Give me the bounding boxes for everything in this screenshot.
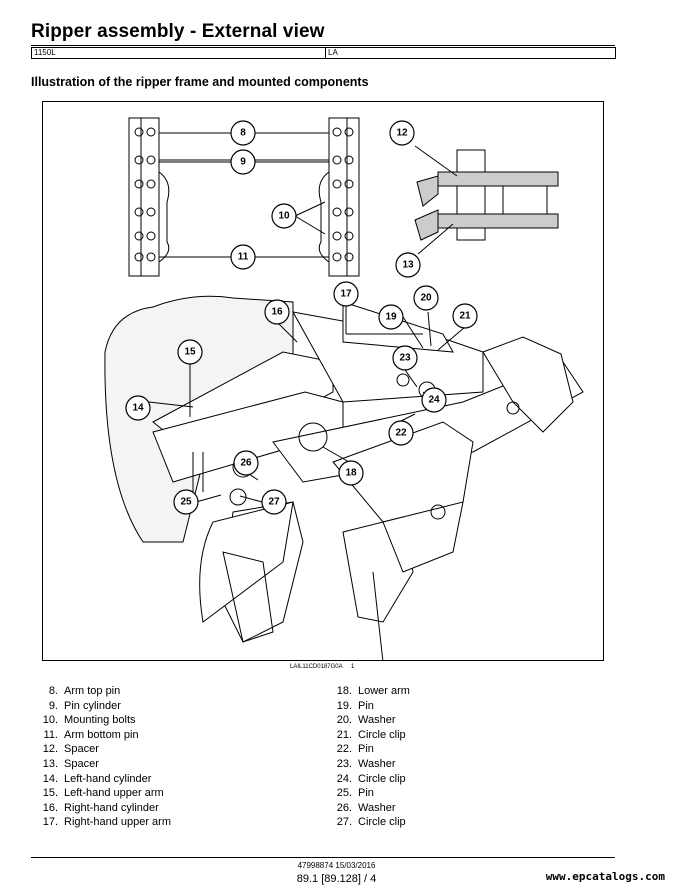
svg-text:25: 25: [180, 497, 192, 508]
page-reference: 89.1 [89.128] / 4: [296, 873, 377, 885]
svg-text:16: 16: [271, 307, 283, 318]
callout-12: 12: [389, 120, 415, 146]
legend-right: 18.Lower arm 19.Pin 20.Washer 21.Circle …: [325, 684, 410, 830]
legend-item: 26.Washer: [336, 801, 396, 814]
watermark-link[interactable]: www.epcatalogs.com: [545, 870, 665, 883]
callout-layer: 8 9 10 11 12 13 14 15 16 17 18 19 20 21 …: [125, 120, 478, 515]
svg-text:12: 12: [396, 128, 408, 139]
legend-item: 23.Washer: [336, 757, 396, 770]
callout-9: 9: [230, 149, 256, 175]
svg-text:27: 27: [268, 497, 280, 508]
figure-code: LAIL11CD0187G0A: [290, 664, 343, 670]
legend-item: 19.Pin: [336, 699, 374, 712]
model-label: 1150L: [34, 48, 56, 57]
footer-rule: [31, 857, 615, 858]
callout-17: 17: [333, 281, 359, 307]
svg-text:14: 14: [132, 403, 144, 414]
svg-text:24: 24: [428, 395, 440, 406]
callout-11: 11: [230, 244, 256, 270]
legend-item: 16.Right-hand cylinder: [42, 801, 159, 814]
legend-item: 8.Arm top pin: [48, 685, 121, 697]
callout-23: 23: [392, 345, 418, 371]
callout-22: 22: [388, 420, 414, 446]
svg-text:21: 21: [459, 311, 471, 322]
figure-index: 1: [351, 664, 355, 670]
svg-text:26: 26: [240, 458, 252, 469]
callout-15: 15: [177, 339, 203, 365]
callout-18: 18: [338, 460, 364, 486]
legend-item: 17.Right-hand upper arm: [42, 816, 172, 829]
callout-8: 8: [230, 120, 256, 146]
legend-item: 9.Pin cylinder: [48, 699, 121, 712]
callout-20: 20: [413, 285, 439, 311]
document-reference: 47998874 15/03/2016: [297, 861, 376, 870]
legend-item: 15.Left-hand upper arm: [42, 787, 164, 800]
svg-text:17: 17: [340, 289, 352, 300]
legend-item: 22.Pin: [336, 743, 374, 756]
legend-item: 21.Circle clip: [336, 728, 406, 741]
legend-item: 27.Circle clip: [336, 816, 406, 829]
callout-13: 13: [395, 252, 421, 278]
svg-text:13: 13: [402, 260, 414, 271]
callout-24: 24: [421, 387, 447, 413]
legend-item: 12.Spacer: [42, 743, 99, 756]
svg-text:11: 11: [238, 252, 249, 263]
svg-text:15: 15: [184, 347, 196, 358]
region-label: LA: [325, 48, 338, 58]
svg-text:8: 8: [240, 128, 246, 139]
legend-left: 8.Arm top pin 9.Pin cylinder 10.Mounting…: [31, 684, 171, 830]
svg-text:10: 10: [278, 211, 290, 222]
legend-item: 24.Circle clip: [336, 772, 406, 785]
header-rule: [31, 45, 615, 46]
legend-item: 14.Left-hand cylinder: [42, 772, 152, 785]
callout-27: 27: [261, 489, 287, 515]
svg-text:9: 9: [240, 157, 246, 168]
legend-item: 25.Pin: [336, 787, 374, 800]
svg-text:22: 22: [395, 428, 407, 439]
callout-16: 16: [264, 299, 290, 325]
callout-25: 25: [173, 489, 199, 515]
callout-19: 19: [378, 304, 404, 330]
callout-14: 14: [125, 395, 151, 421]
page-title: Ripper assembly - External view: [31, 21, 325, 42]
legend-item: 20.Washer: [336, 714, 396, 727]
callout-26: 26: [233, 450, 259, 476]
svg-text:20: 20: [420, 293, 432, 304]
svg-text:19: 19: [385, 312, 397, 323]
legend-item: 11.Arm bottom pin: [43, 728, 139, 741]
svg-text:18: 18: [345, 468, 357, 479]
legend-item: 10.Mounting bolts: [42, 714, 136, 727]
ripper-illustration: 8 9 10 11 12 13 14 15 16 17 18 19 20 21 …: [42, 101, 604, 661]
legend-item: 13.Spacer: [42, 757, 99, 770]
callout-10: 10: [271, 203, 297, 229]
ripper-drawing: [104, 117, 584, 660]
legend-item: 18.Lower arm: [336, 685, 410, 697]
model-region-row: 1150L LA: [31, 47, 616, 59]
callout-21: 21: [452, 303, 478, 329]
section-subtitle: Illustration of the ripper frame and mou…: [31, 75, 369, 89]
svg-text:23: 23: [399, 353, 411, 364]
